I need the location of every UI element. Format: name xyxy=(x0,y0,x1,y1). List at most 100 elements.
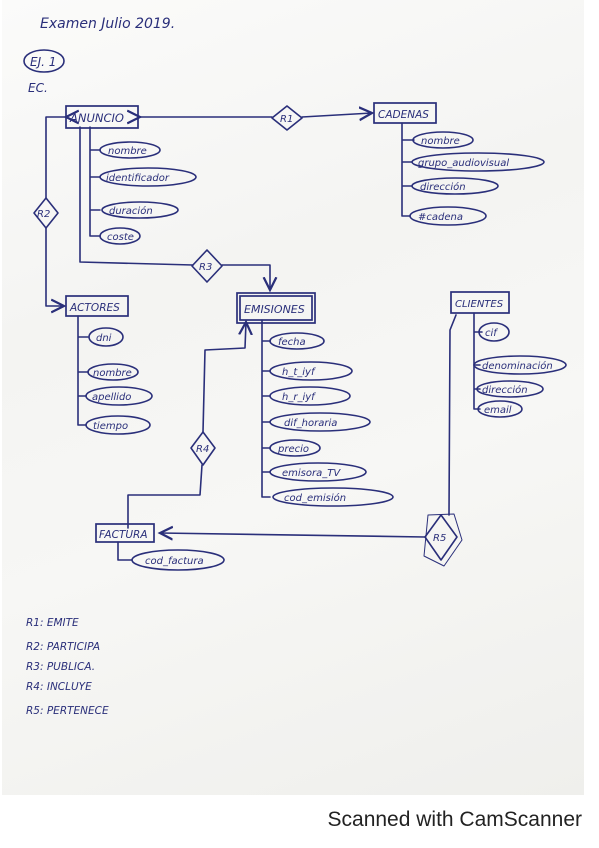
r2-line-bottom xyxy=(45,227,64,306)
attr-cadenas-nombre xyxy=(412,131,474,149)
attr-actores-tiempo xyxy=(85,415,151,435)
attr-anuncio-coste-label: coste xyxy=(107,232,134,243)
exercise-oval xyxy=(23,49,65,73)
attr-anuncio-identificador-label: identificador xyxy=(106,173,170,184)
relation-r5-label: R5 xyxy=(433,533,446,544)
attr-actores-nombre xyxy=(87,363,139,381)
relation-r1 xyxy=(271,105,303,131)
r5-line-left xyxy=(160,533,426,537)
relation-r3 xyxy=(191,249,223,283)
attr-clientes-denominacion xyxy=(473,355,567,375)
attr-emisiones-h-t-iyf xyxy=(269,361,353,381)
clientes-attr-lines xyxy=(473,312,483,410)
attr-emisiones-dif-horaria xyxy=(269,412,371,432)
attr-cadenas-nombre-label: nombre xyxy=(421,136,460,147)
relation-r2 xyxy=(33,197,59,229)
attr-cadenas-grupo-audiovisual xyxy=(411,152,545,172)
entity-anuncio xyxy=(65,105,139,129)
relation-r3-label: R3 xyxy=(199,262,212,273)
attr-emisiones-precio-label: precio xyxy=(277,444,309,455)
relation-r1-label: R1 xyxy=(280,114,293,125)
factura-attr-line xyxy=(117,541,133,561)
relation-r5 xyxy=(424,514,458,561)
attr-factura-cod-factura xyxy=(131,549,225,571)
legend-item: R3: PUBLICA. xyxy=(26,661,95,673)
attr-emisiones-fecha xyxy=(269,332,325,350)
legend-item: R4: INCLUYE xyxy=(26,681,92,693)
attr-emisiones-emisora-tv-label: emisora_TV xyxy=(282,468,341,479)
entity-clientes-label: CLIENTES xyxy=(455,299,504,310)
actores-attr-lines xyxy=(77,315,89,426)
legend-item: R2: PARTICIPA xyxy=(26,641,100,653)
legend-item: R1: EMITE xyxy=(26,617,79,629)
cadenas-attr-lines xyxy=(401,122,415,217)
r4-line-top xyxy=(202,322,246,433)
attr-clientes-direccion xyxy=(476,380,544,398)
r3-line-left xyxy=(79,126,194,266)
entity-emisiones xyxy=(239,295,313,321)
scanner-watermark: Scanned with CamScanner xyxy=(327,808,582,831)
entity-factura xyxy=(95,523,155,543)
attr-anuncio-coste xyxy=(99,227,141,245)
paper-sheet xyxy=(2,0,584,795)
entity-emisiones-label: EMISIONES xyxy=(244,303,305,316)
legend-item: R5: PERTENECE xyxy=(26,705,109,717)
exam-title: Examen Julio 2019. xyxy=(40,16,175,32)
attr-factura-cod-factura-label: cod_factura xyxy=(145,556,204,567)
relation-r2-label: R2 xyxy=(37,209,50,220)
entity-emisiones-outer xyxy=(236,292,316,324)
entity-clientes xyxy=(450,291,510,314)
attr-emisiones-emisora-tv xyxy=(269,462,367,482)
entity-actores xyxy=(65,295,129,317)
anuncio-attr-lines xyxy=(89,126,101,237)
er-diagram: Examen Julio 2019. EJ. 1 EC. ANUNCIO CAD… xyxy=(23,16,567,717)
entity-anuncio-label: ANUNCIO xyxy=(69,111,124,125)
attr-actores-nombre-label: nombre xyxy=(93,368,132,379)
attr-clientes-email xyxy=(477,400,523,418)
relation-r5-scribble xyxy=(423,513,463,567)
attr-emisiones-dif-horaria-label: dif_horaria xyxy=(284,418,337,429)
entity-factura-label: FACTURA xyxy=(99,529,148,541)
attr-actores-tiempo-label: tiempo xyxy=(93,421,128,432)
entity-cadenas xyxy=(373,102,437,124)
section-label: EC. xyxy=(28,81,48,95)
attr-emisiones-cod-emision-label: cod_emisión xyxy=(284,492,346,504)
attr-anuncio-duracion xyxy=(101,201,179,219)
attr-actores-apellido xyxy=(85,386,153,406)
attr-anuncio-duracion-label: duración xyxy=(109,205,153,217)
attr-anuncio-identificador xyxy=(99,167,197,187)
attr-emisiones-cod-emision xyxy=(272,487,394,507)
attr-anuncio-nombre-label: nombre xyxy=(108,146,147,157)
r2-line-top xyxy=(45,117,66,199)
attr-emisiones-h-r-iyf xyxy=(269,386,351,406)
attr-cadenas-direccion xyxy=(411,177,499,195)
attr-actores-dni-label: dni xyxy=(96,333,112,344)
attr-emisiones-precio xyxy=(269,439,321,457)
attr-clientes-direccion-label: dirección xyxy=(482,384,528,396)
exercise-label: EJ. 1 xyxy=(30,55,56,69)
r1-line-right xyxy=(301,113,372,117)
attr-cadenas-cadena xyxy=(409,206,487,226)
attr-emisiones-h-t-iyf-label: h_t_iyf xyxy=(282,367,316,378)
attr-cadenas-cadena-label: #cadena xyxy=(418,212,463,223)
entity-cadenas-label: CADENAS xyxy=(378,109,429,121)
attr-emisiones-h-r-iyf-label: h_r_iyf xyxy=(282,392,316,403)
r4-line-bottom xyxy=(127,464,203,529)
attr-clientes-cif xyxy=(478,322,510,342)
attr-cadenas-direccion-label: dirección xyxy=(420,181,466,193)
attr-emisiones-fecha-label: fecha xyxy=(278,337,306,348)
attr-clientes-denominacion-label: denominación xyxy=(482,360,553,372)
attr-actores-dni xyxy=(88,327,124,347)
relation-r4-label: R4 xyxy=(196,444,209,455)
entity-actores-label: ACTORES xyxy=(69,302,120,314)
attr-cadenas-grupo-audiovisual-label: grupo_audiovisual xyxy=(418,158,509,169)
relation-r4 xyxy=(190,431,216,466)
r3-line-right xyxy=(221,264,270,290)
attr-clientes-cif-label: cif xyxy=(485,328,498,339)
r5-line-top xyxy=(448,314,457,516)
emisiones-attr-lines xyxy=(261,319,271,498)
attr-clientes-email-label: email xyxy=(484,405,512,416)
attr-actores-apellido-label: apellido xyxy=(92,392,131,403)
attr-anuncio-nombre xyxy=(99,141,161,159)
